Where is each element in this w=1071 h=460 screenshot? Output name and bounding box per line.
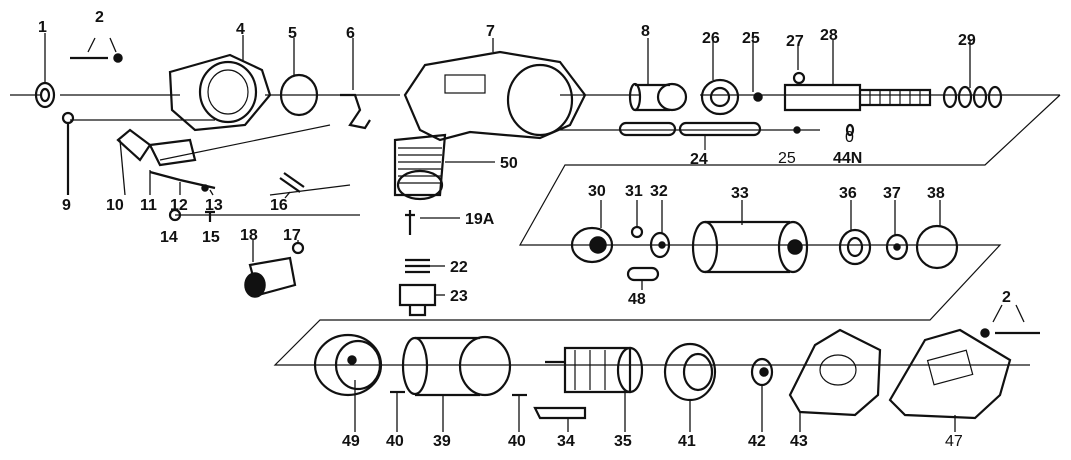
parts-14-15-pins	[168, 208, 215, 222]
part-22-spring	[405, 258, 430, 274]
label-13: 13	[205, 197, 223, 214]
label-48: 48	[628, 291, 646, 308]
label-22: 22	[450, 259, 468, 276]
label-47: 47	[945, 433, 963, 450]
label-27: 27	[786, 33, 804, 50]
part-35-rotor	[545, 346, 644, 394]
part-labels: 1 2 4 5 6 7 8 26 25 27 28 29 9 10 11 12 …	[38, 9, 1011, 450]
part-31-ring	[630, 225, 644, 239]
part-38-o-ring	[915, 224, 959, 270]
part-19a-pin	[405, 210, 415, 235]
label-23: 23	[450, 288, 468, 305]
label-14: 14	[160, 229, 178, 246]
label-40-right: 40	[508, 433, 526, 450]
part-49-end-plate	[313, 333, 383, 397]
label-30: 30	[588, 183, 606, 200]
label-11: 11	[140, 197, 157, 214]
part-26-bearing	[700, 78, 740, 116]
label-39: 39	[433, 433, 451, 450]
part-44n-ball	[845, 123, 855, 137]
part-39-cylinder	[401, 335, 512, 397]
label-43: 43	[790, 433, 808, 450]
label-2-top: 2	[95, 9, 104, 26]
part-43-gasket	[788, 328, 882, 417]
part-24-pin-set	[618, 121, 762, 150]
part-33-cylinder	[691, 220, 809, 274]
part-7-main-housing	[403, 50, 587, 142]
label-9: 9	[62, 197, 71, 214]
part-29-retainer	[942, 85, 1003, 109]
part-36-bearing	[838, 228, 872, 266]
label-35: 35	[614, 433, 632, 450]
label-38: 38	[927, 185, 945, 202]
label-31: 31	[625, 183, 643, 200]
label-17: 17	[283, 227, 301, 244]
label-19a: 19A	[465, 211, 495, 228]
label-4: 4	[236, 21, 245, 38]
part-6-latch	[340, 93, 371, 130]
part-5-o-ring	[279, 73, 319, 117]
part-2-screw-top-left	[70, 37, 123, 63]
label-12: 12	[170, 197, 188, 214]
part-4-front-cover	[168, 53, 272, 132]
part-8-bushing	[628, 82, 688, 112]
part-30-end-plate	[570, 226, 614, 264]
part-17-washer	[291, 241, 305, 255]
label-0: 0	[845, 129, 854, 146]
leader-lines	[44, 33, 971, 432]
part-25-ball	[753, 92, 763, 102]
label-29: 29	[958, 32, 976, 49]
label-50: 50	[500, 155, 518, 172]
label-36: 36	[839, 185, 857, 202]
parts-10-13-trigger-assembly	[116, 128, 216, 192]
part-25-ball-lower	[793, 126, 801, 134]
part-16-spring	[279, 172, 305, 193]
label-42: 42	[748, 433, 766, 450]
part-18-valve	[244, 256, 297, 298]
label-8: 8	[641, 23, 650, 40]
label-6: 6	[346, 25, 355, 42]
part-32-bearing	[649, 231, 671, 259]
label-24: 24	[690, 151, 708, 168]
label-32: 32	[650, 183, 668, 200]
part-48-pin	[626, 266, 660, 282]
label-25-lower: 25	[778, 150, 796, 167]
part-2-screw-right	[980, 304, 1040, 338]
label-10: 10	[106, 197, 124, 214]
part-42-bearing	[750, 357, 774, 387]
label-16: 16	[270, 197, 288, 214]
label-1: 1	[38, 19, 47, 36]
label-49: 49	[342, 433, 360, 450]
part-9-stud	[61, 111, 75, 195]
label-40-left: 40	[386, 433, 404, 450]
label-2-right: 2	[1002, 289, 1011, 306]
label-7: 7	[486, 23, 495, 40]
label-5: 5	[288, 25, 297, 42]
label-15: 15	[202, 229, 220, 246]
part-47-back-cover	[888, 328, 1012, 420]
label-34: 34	[557, 433, 575, 450]
label-37: 37	[883, 185, 901, 202]
part-37-washer	[885, 233, 909, 261]
label-28: 28	[820, 27, 838, 44]
label-25-top: 25	[742, 30, 760, 47]
part-28-anvil	[783, 83, 932, 112]
label-18: 18	[240, 227, 258, 244]
assembly-guide-lines	[10, 94, 1061, 366]
label-44n: 44N	[833, 150, 862, 167]
part-41-end-plate	[663, 342, 717, 402]
part-34-vane	[533, 406, 587, 420]
part-50-coil-handle	[393, 133, 447, 201]
part-27-ring	[792, 71, 806, 85]
label-33: 33	[731, 185, 749, 202]
part-23-air-inlet	[398, 283, 437, 317]
part-1-seal-ring	[34, 81, 56, 109]
label-41: 41	[678, 433, 696, 450]
label-26: 26	[702, 30, 720, 47]
